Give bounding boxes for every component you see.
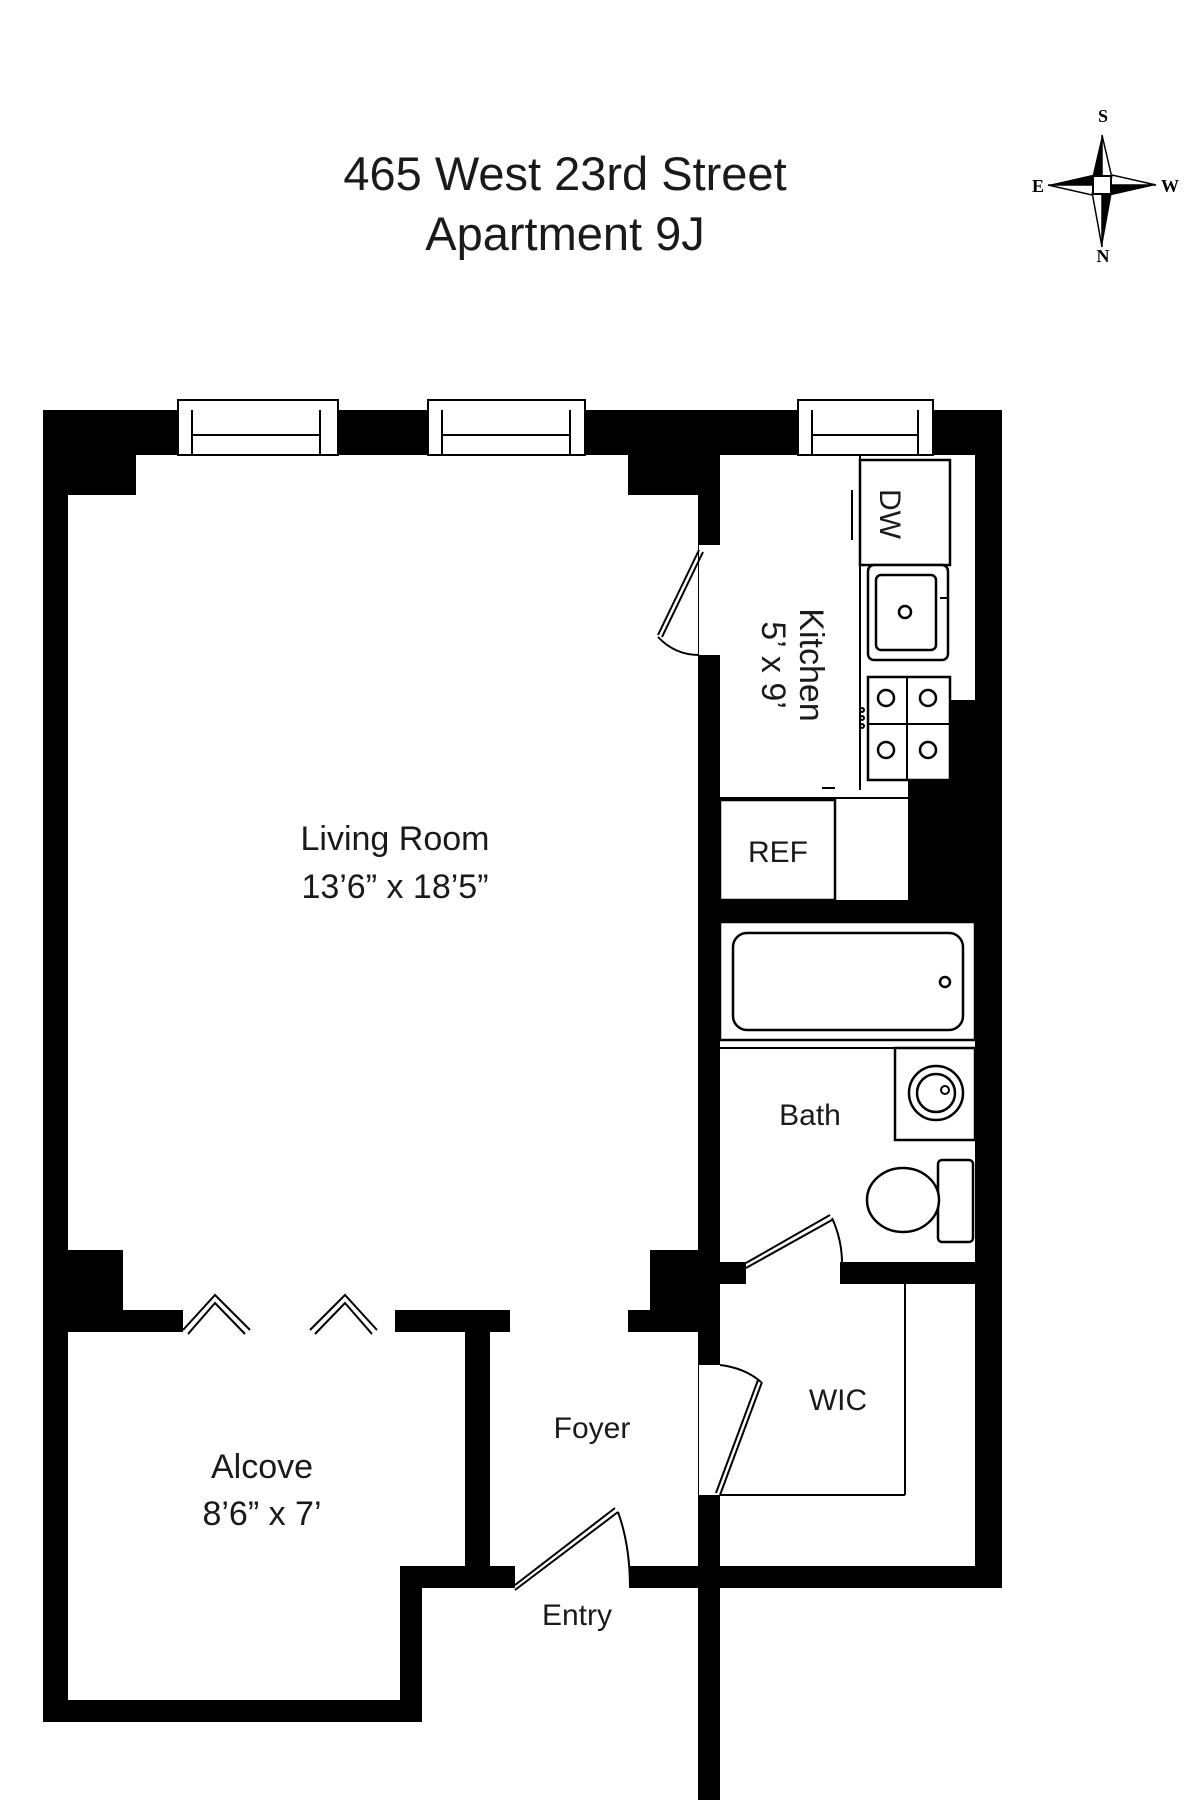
dishwasher-label: DW <box>873 489 906 540</box>
kitchen-dimensions: 5’ x 9’ <box>754 621 792 709</box>
entry-label: Entry <box>542 1599 612 1632</box>
refrigerator-label: REF <box>748 836 808 869</box>
living-room-dimensions: 13’6” x 18’5” <box>301 868 488 906</box>
doors <box>182 545 843 1591</box>
kitchen-fixtures <box>718 455 952 902</box>
bath-label: Bath <box>779 1099 841 1132</box>
compass-label-bottom: N <box>1097 246 1110 266</box>
compass-icon <box>1047 134 1157 248</box>
address-title: 465 West 23rd Street <box>343 147 786 200</box>
alcove-dimensions: 8’6” x 7’ <box>202 1495 321 1533</box>
compass-label-top: S <box>1098 106 1108 126</box>
foyer-label: Foyer <box>554 1412 631 1445</box>
windows <box>177 399 934 456</box>
apartment-subtitle: Apartment 9J <box>425 207 705 260</box>
bath-fixtures <box>718 920 977 1244</box>
compass-label-left: E <box>1032 176 1044 196</box>
alcove-label: Alcove <box>211 1448 313 1486</box>
closet-label: WIC <box>809 1384 867 1417</box>
living-room-label: Living Room <box>301 820 490 858</box>
walls <box>43 410 1002 1800</box>
closet-shelving <box>720 1284 906 1496</box>
kitchen-label: Kitchen <box>792 608 830 721</box>
compass-label-right: W <box>1161 176 1179 196</box>
